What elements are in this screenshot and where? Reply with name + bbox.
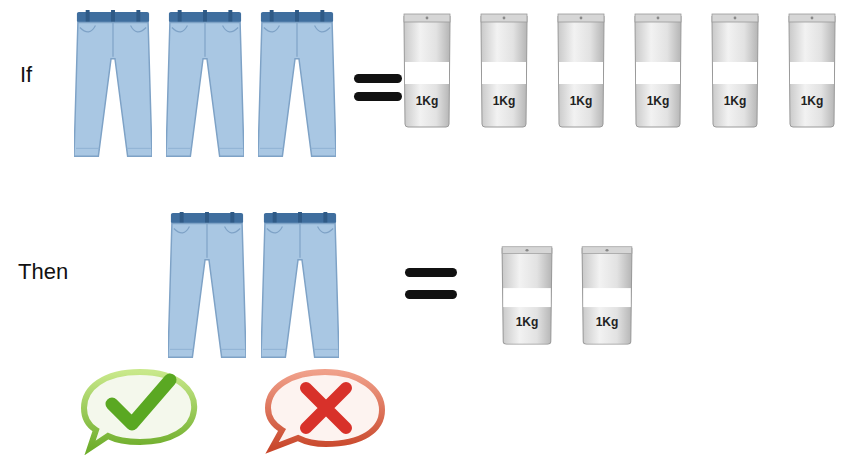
bag-node: 1Kg xyxy=(500,245,554,345)
jeans-icon xyxy=(261,211,339,357)
weight-label: 1Kg xyxy=(402,94,452,108)
bag-node: 1Kg xyxy=(710,12,760,128)
row-label: Then xyxy=(18,259,68,285)
bag-shape xyxy=(633,12,683,128)
bag-shape xyxy=(500,245,554,345)
bag-shape xyxy=(580,245,634,345)
bag-node: 1Kg xyxy=(787,12,837,128)
bag-node: 1Kg xyxy=(556,12,606,128)
cross-icon xyxy=(268,372,382,448)
bag-node: 1Kg xyxy=(479,12,529,128)
weight-label: 1Kg xyxy=(787,94,837,108)
bag-node: 1Kg xyxy=(633,12,683,128)
equals-sign xyxy=(405,268,457,299)
row-label: If xyxy=(20,62,32,88)
weight-label: 1Kg xyxy=(580,315,634,329)
jeans-icon xyxy=(74,10,152,156)
jeans-icon xyxy=(166,10,244,156)
check-icon xyxy=(84,372,194,448)
bag-node: 1Kg xyxy=(580,245,634,345)
jeans-icon xyxy=(168,211,246,357)
bag-shape xyxy=(556,12,606,128)
equals-sign xyxy=(354,74,402,101)
weight-label: 1Kg xyxy=(556,94,606,108)
jeans-icon xyxy=(258,10,336,156)
bag-shape xyxy=(479,12,529,128)
weight-label: 1Kg xyxy=(633,94,683,108)
bag-shape xyxy=(787,12,837,128)
weight-label: 1Kg xyxy=(479,94,529,108)
bag-node: 1Kg xyxy=(402,12,452,128)
bag-shape xyxy=(402,12,452,128)
weight-label: 1Kg xyxy=(500,315,554,329)
bag-shape xyxy=(710,12,760,128)
weight-label: 1Kg xyxy=(710,94,760,108)
